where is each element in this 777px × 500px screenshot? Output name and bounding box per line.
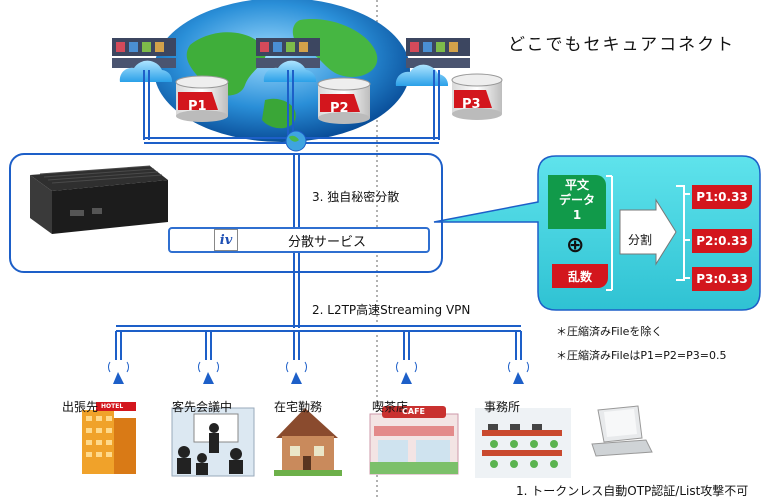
antenna-icon-2 [198,361,219,384]
location-label-office: 事務所 [484,400,521,414]
server-group-3 [395,38,503,120]
step2-label: 2. L2TP高速Streaming VPN [312,303,471,317]
antenna-icon-5 [508,361,529,384]
step1-label: 1. トークンレス自動OTP認証/List攻撃不可 [516,484,749,498]
location-label-client-meeting: 客先会議中 [172,400,233,414]
note-2: ＊圧縮済みFileはP1=P2=P3=0.5 [556,349,727,362]
main-box [9,153,443,273]
house-icon [274,408,342,476]
note-1: ＊圧縮済みFileを除く [556,325,663,338]
output-p1-tag: P1:0.33 [692,185,752,209]
server-group-1 [112,38,229,122]
iv-logo-icon: iv [214,229,238,251]
office-icon [475,408,571,478]
laptop-icon [591,405,653,457]
location-label-business-trip: 出張先 [62,400,99,414]
data-card-line-3: 1 [572,208,582,222]
page-title: どこでもセキュアコネクト [508,35,736,55]
output-p3-tag: P3:0.33 [692,267,752,291]
hotel-building-icon [82,402,136,474]
storage-label-p2: P2 [330,101,349,116]
service-label: 分散サービス [288,234,367,250]
output-p2-tag: P2:0.33 [692,229,752,253]
antenna-icon-4 [396,361,417,384]
split-panel [433,155,761,311]
gateway-device-icon [30,165,168,234]
data-card-line-1: 平文 [564,178,589,192]
hotel-sign: HOTEL [101,403,124,410]
antenna-icons [108,361,529,384]
connector-globe-icon [285,130,307,152]
storage-label-p3: P3 [462,97,481,112]
distribution-service-box: iv 分散サービス [168,227,430,253]
location-label-home-office: 在宅勤務 [274,400,323,414]
cafe-icon [369,406,459,475]
plaintext-data-card: 平文 データ 1 [548,175,606,229]
data-card-line-2: データ [558,193,595,207]
step3-label: 3. 独自秘密分散 [312,190,400,204]
meeting-scene-icon [171,407,255,477]
antenna-icon-1 [108,361,129,384]
random-number-tag: 乱数 [552,264,608,288]
split-label: 分割 [628,233,653,247]
split-arrow-icon [619,198,677,266]
inner-links [293,154,300,272]
distribution-lines [115,272,522,360]
antenna-icon-3 [286,361,307,384]
location-label-cafe: 喫茶店 [372,400,409,414]
xor-icon: ⊕ [566,233,585,258]
cafe-sign: CAFE [402,407,425,416]
server-group-2 [256,38,371,124]
storage-label-p1: P1 [188,99,207,114]
